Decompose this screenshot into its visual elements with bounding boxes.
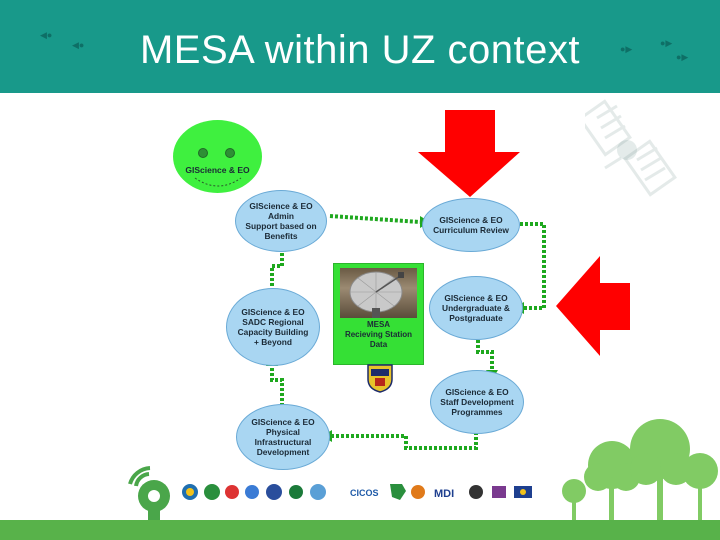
eye-icon bbox=[225, 148, 235, 158]
logo-mdi: MDI bbox=[434, 488, 454, 500]
ground-strip bbox=[0, 520, 720, 540]
fish-icon: ◀● bbox=[40, 30, 53, 40]
smile-icon bbox=[194, 177, 242, 187]
header-banner: ◀● ◀● ●▶ ●▶ ●▶ MESA within UZ context bbox=[0, 0, 720, 93]
eye-icon bbox=[198, 148, 208, 158]
slide-title: MESA within UZ context bbox=[139, 28, 581, 72]
fish-icon: ◀● bbox=[72, 40, 85, 50]
partner-logos: CICOS MDI bbox=[180, 481, 540, 503]
mesa-station-box: MESA Recieving Station Data bbox=[333, 263, 424, 365]
satellite-dish-icon bbox=[128, 466, 170, 522]
node-admin: GIScience & EO Admin Support based on Be… bbox=[235, 190, 327, 252]
red-left-arrow bbox=[556, 256, 630, 356]
node-staff: GIScience & EO Staff Development Program… bbox=[430, 370, 524, 434]
node-sadc: GIScience & EO SADC Regional Capacity Bu… bbox=[226, 288, 320, 366]
satellite-dish-photo bbox=[340, 268, 417, 318]
satellite-icon bbox=[585, 99, 677, 197]
node-undergrad: GIScience & EO Undergraduate & Postgradu… bbox=[429, 276, 523, 340]
smiley-label: GIScience & EO bbox=[185, 165, 250, 175]
red-down-arrow bbox=[418, 110, 520, 197]
node-physical: GIScience & EO Physical Infrastructural … bbox=[236, 404, 330, 470]
fish-icon: ●▶ bbox=[660, 38, 673, 48]
fish-icon: ●▶ bbox=[620, 44, 633, 54]
mesa-station-label: MESA Recieving Station Data bbox=[344, 320, 413, 349]
university-crest-icon bbox=[367, 364, 393, 393]
node-curriculum: GIScience & EO Curriculum Review bbox=[422, 198, 520, 252]
fish-icon: ●▶ bbox=[676, 52, 689, 62]
logo-cicos: CICOS bbox=[350, 488, 379, 498]
tree-icon bbox=[562, 419, 718, 521]
smiley-node: GIScience & EO bbox=[173, 120, 262, 193]
